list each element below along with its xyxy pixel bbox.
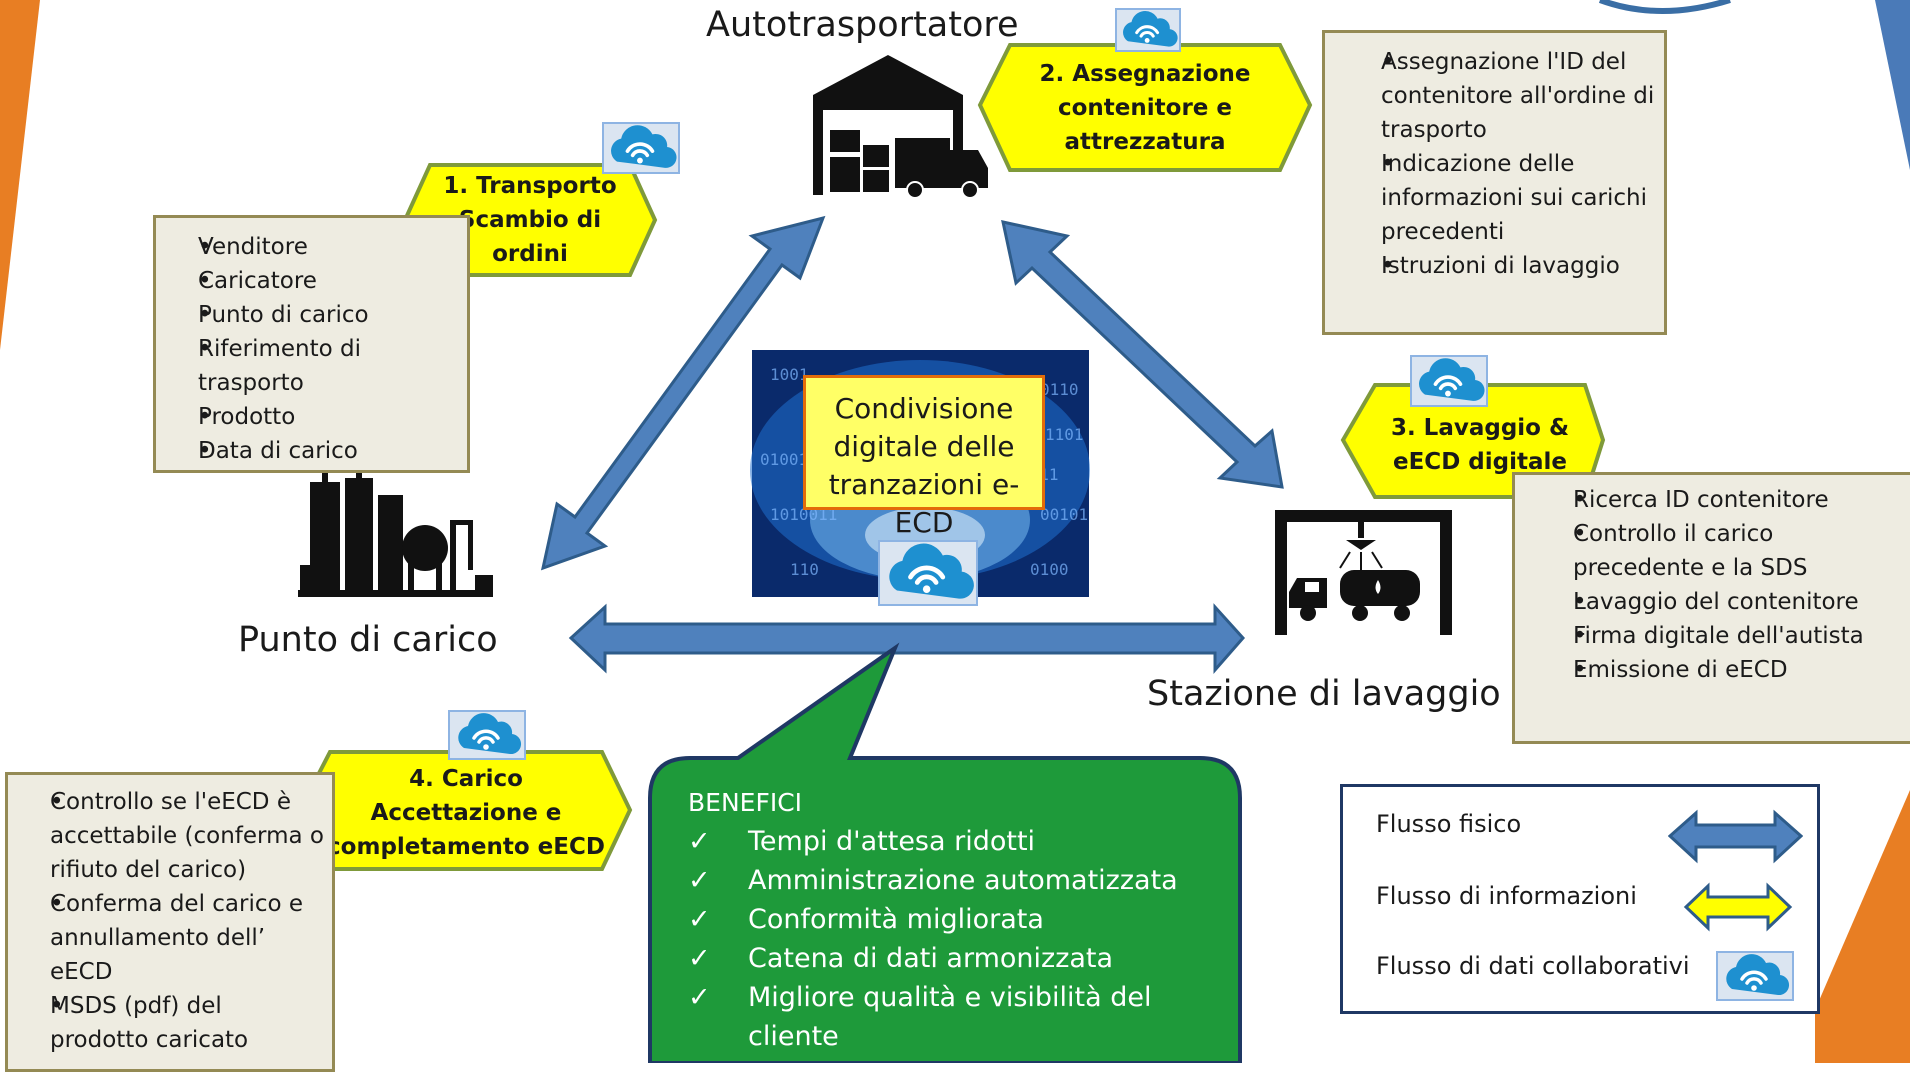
list-item: Riferimento di trasporto bbox=[198, 332, 457, 400]
benefit-item: Conformità migliorata bbox=[688, 900, 1228, 939]
step4-line: 4. Carico bbox=[409, 765, 523, 792]
truck-warehouse-icon bbox=[813, 55, 988, 199]
list-item: Caricatore bbox=[198, 264, 457, 298]
cloud-wifi-icon bbox=[609, 123, 679, 170]
list-item: Conferma del carico e annullamento dell’… bbox=[50, 887, 324, 989]
list-item: Indicazione delle informazioni sui caric… bbox=[1381, 147, 1656, 249]
legend-physical-label: Flusso fisico bbox=[1376, 810, 1522, 838]
legend-information-arrow-icon bbox=[1683, 882, 1793, 932]
washing-station-icon bbox=[1275, 510, 1452, 635]
step4-line: Accettazione e bbox=[370, 799, 562, 826]
step4-line: completamento eECD bbox=[327, 833, 605, 860]
list-item: Venditore bbox=[198, 230, 457, 264]
list-item: Firma digitale dell'autista bbox=[1573, 619, 1910, 653]
data-glyph: 01001 bbox=[760, 450, 808, 469]
station-loading-point: Punto di carico bbox=[238, 620, 498, 660]
step2-label: 2. Assegnazione contenitore e attrezzatura bbox=[1010, 50, 1280, 165]
arrow-truck-to-loading bbox=[540, 215, 826, 571]
step3-line: 3. Lavaggio & bbox=[1390, 415, 1570, 441]
list-item: MSDS (pdf) del prodotto caricato bbox=[50, 989, 324, 1057]
step2-line: contenitore e bbox=[1057, 94, 1232, 121]
note-order-data: Venditore Caricatore Punto di carico Rif… bbox=[153, 215, 470, 473]
cloud-wifi-icon bbox=[1724, 952, 1791, 997]
cloud-badge-step1 bbox=[602, 122, 680, 174]
step3-label: 3. Lavaggio & eECD digitale bbox=[1370, 405, 1590, 485]
step1-line: Scambio di bbox=[458, 207, 602, 233]
legend-collaborative-label: Flusso di dati collaborativi bbox=[1376, 952, 1690, 980]
list-item: Istruzioni di lavaggio bbox=[1381, 249, 1656, 283]
data-glyph: 0100 bbox=[1030, 560, 1069, 579]
list-item: Data di carico bbox=[198, 434, 457, 468]
step3-line: eECD digitale bbox=[1393, 449, 1567, 475]
list-item: Controllo il carico precedente e la SDS bbox=[1573, 517, 1910, 585]
benefit-item: Tempi d'attesa ridotti bbox=[688, 822, 1228, 861]
legend-physical-arrow-icon bbox=[1668, 809, 1803, 864]
benefit-item: Amministrazione automatizzata bbox=[688, 861, 1228, 900]
station-trucker: Autotrasportatore bbox=[706, 5, 1019, 45]
benefits-panel: BENEFICI Tempi d'attesa ridotti Amminist… bbox=[688, 783, 1228, 1056]
note-loading: Controllo se l'eECD è accettabile (confe… bbox=[5, 772, 335, 1072]
step1-line: 1. Transporto bbox=[443, 173, 617, 199]
arrow-truck-to-washing bbox=[1001, 220, 1284, 489]
orange-accent-left bbox=[0, 0, 40, 350]
cloud-wifi-icon bbox=[1121, 9, 1180, 49]
blue-accent-right bbox=[1875, 0, 1910, 170]
list-item: Emissione di eECD bbox=[1573, 653, 1910, 687]
cloud-wifi-icon bbox=[880, 542, 976, 604]
benefit-item: Catena di dati armonizzata bbox=[688, 939, 1228, 978]
data-glyph: 1101 bbox=[1045, 425, 1084, 444]
step2-line: attrezzatura bbox=[1064, 128, 1226, 155]
center-caption: Condivisione digitale delle tranzazioni … bbox=[803, 375, 1045, 539]
list-item: Assegnazione l'ID del contenitore all'or… bbox=[1381, 45, 1656, 147]
cloud-badge-step2 bbox=[1115, 8, 1181, 52]
list-item: Ricerca ID contenitore bbox=[1573, 483, 1910, 517]
step2-line: 2. Assegnazione bbox=[1039, 60, 1251, 87]
arrow-loading-to-washing bbox=[568, 603, 1246, 674]
note-washing: Ricerca ID contenitore Controllo il cari… bbox=[1512, 472, 1910, 744]
hexagon-step2 bbox=[977, 43, 1313, 172]
legend-information-label: Flusso di informazioni bbox=[1376, 882, 1637, 910]
note-assignment: Assegnazione l'ID del contenitore all'or… bbox=[1322, 30, 1667, 335]
logo-arc bbox=[1598, 0, 1731, 14]
step1-line: ordini bbox=[492, 241, 568, 267]
cloud-wifi-icon bbox=[456, 711, 523, 756]
cloud-wifi-icon bbox=[1417, 356, 1487, 403]
list-item: Punto di carico bbox=[198, 298, 457, 332]
station-washing: Stazione di lavaggio bbox=[1147, 674, 1501, 714]
list-item: Lavaggio del contenitore bbox=[1573, 585, 1910, 619]
legend-collaborative-badge bbox=[1716, 951, 1794, 1001]
data-glyph: 0110 bbox=[1040, 380, 1079, 399]
list-item: Controllo se l'eECD è accettabile (confe… bbox=[50, 785, 324, 887]
benefit-item: Migliore qualità e visibilità del client… bbox=[688, 978, 1228, 1056]
cloud-badge-center bbox=[878, 540, 978, 606]
cloud-badge-step4 bbox=[448, 710, 526, 760]
orange-accent-bottom-right bbox=[1815, 790, 1910, 1063]
legend: Flusso fisico Flusso di informazioni Flu… bbox=[1340, 784, 1820, 1014]
cloud-badge-step3 bbox=[1410, 355, 1488, 407]
data-glyph: 110 bbox=[790, 560, 819, 579]
data-glyph: 00101 bbox=[1040, 505, 1088, 524]
list-item: Prodotto bbox=[198, 400, 457, 434]
loading-plant-icon bbox=[298, 466, 493, 597]
benefits-title: BENEFICI bbox=[688, 788, 803, 817]
data-glyph: 1001 bbox=[770, 365, 809, 384]
